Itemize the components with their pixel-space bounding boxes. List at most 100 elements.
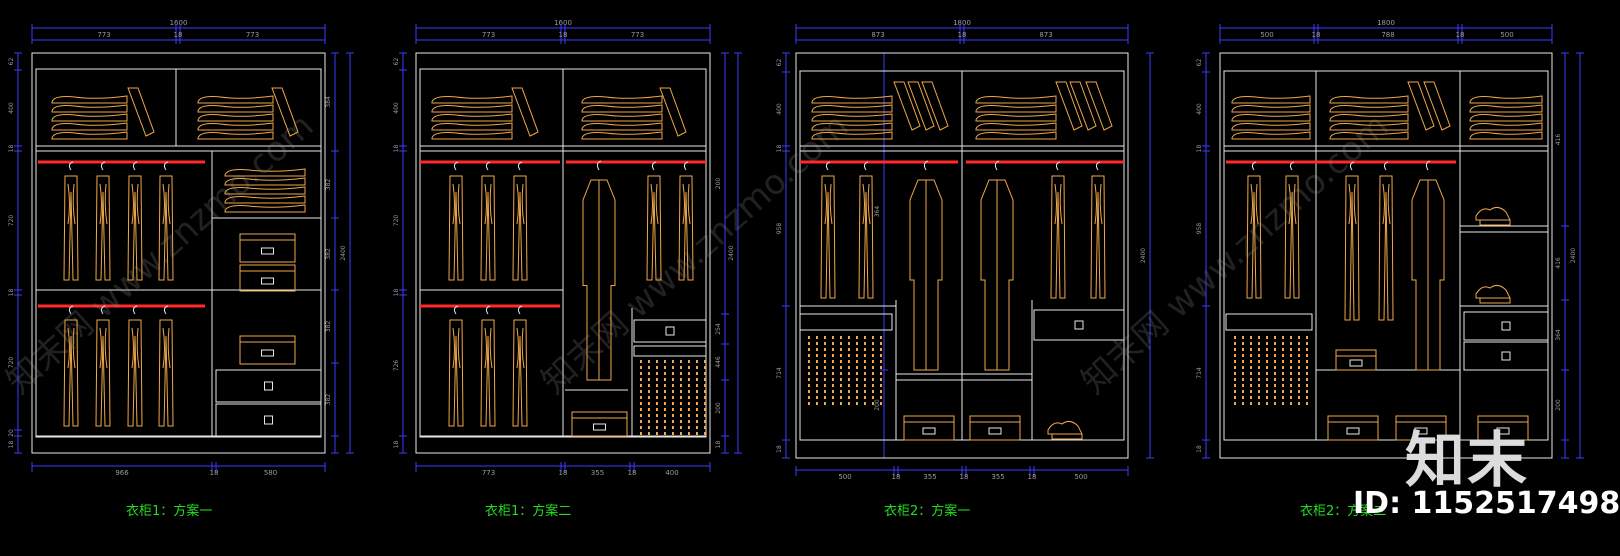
d3-folded-stack-layer [975, 131, 1057, 140]
d4-hanging-trousers [1246, 161, 1262, 299]
d3-storage-box-label-plate [922, 427, 936, 435]
d2-tie-rack-items-dot [688, 390, 690, 393]
d3-tie-rack-items-dot [872, 396, 874, 399]
d4-folded-stack-layer [1231, 122, 1311, 131]
d4-tie-rack-items-dot [1250, 378, 1252, 381]
d3-tie-rack-items-dot [880, 402, 882, 405]
d4-tie-rack-items-dot [1274, 384, 1276, 387]
d1-folded-stack-layer [197, 104, 274, 113]
d3-tie-rack-items [808, 336, 882, 405]
d1-hanging-trousers-body [127, 175, 143, 281]
d2-tie-rack-items-dot [640, 414, 642, 417]
d3-inner-dims-label: 364 [874, 206, 881, 218]
d2-tie-rack-items-dot [688, 432, 690, 435]
d2-tie-rack-items-dot [680, 396, 682, 399]
d4-tie-rack-items-dot [1234, 396, 1236, 399]
d4-folded-stack-layer [1231, 95, 1311, 104]
d3-tie-rack-items-dot [840, 336, 842, 339]
d2-tie-rack-items-dot [704, 408, 706, 411]
d3-drawer-handle [1074, 320, 1084, 330]
d4-right-total-label: 2400 [1570, 248, 1577, 263]
d4-tie-rack-items [1234, 336, 1308, 405]
d3-tie-rack-items-dot [872, 384, 874, 387]
d2-top-dims-seg-label: 773 [482, 31, 495, 39]
d3-hanging-coat-hook [923, 160, 929, 171]
d4-tie-rack-items-dot [1274, 360, 1276, 363]
d4-folded-stack-layer [1329, 113, 1409, 122]
d1-folded-stack-layer [51, 104, 128, 113]
d4-left-dims-label: 62 [1196, 59, 1203, 67]
d1-hanging-trousers [127, 161, 143, 281]
d4-storage-box-label-plate [1414, 427, 1428, 435]
d3-folded-stack [975, 95, 1057, 140]
d4-tie-rack-items-dot [1290, 390, 1292, 393]
d2-hanging-coat-body [582, 179, 616, 381]
d2-tie-rack-items-dot [688, 384, 690, 387]
d1-folded-stack-layer [197, 95, 274, 104]
d3-tie-rack-items-dot [864, 402, 866, 405]
d2-cabinet-frame [415, 52, 711, 454]
d4-tie-rack-items-dot [1306, 366, 1308, 369]
d3-tie-rack-items-dot [816, 342, 818, 345]
d3-tie-rack-items-dot [872, 378, 874, 381]
d1-folded-stack-layer [51, 95, 128, 104]
d2-tie-rack-items-dot [680, 420, 682, 423]
d2-tie-rack-items-dot [680, 402, 682, 405]
d4-tie-rack-items-dot [1242, 402, 1244, 405]
d3-top-dims-seg-label: 18 [958, 31, 967, 39]
d4-folded-stack [1469, 95, 1543, 140]
d3-tie-rack-items-dot [880, 348, 882, 351]
d2-folded-stack-layer [431, 95, 513, 104]
d2-tie-rack-items-dot [688, 360, 690, 363]
d2-tie-rack [633, 345, 707, 357]
d2-left-dims-label: 400 [393, 102, 400, 114]
d1-hanging-trousers [158, 161, 174, 281]
d3-tie-rack-items-dot [864, 360, 866, 363]
d4-hanging-trousers [1284, 161, 1300, 299]
d3-tie-rack-items-dot [816, 396, 818, 399]
d4-tie-rack-items-dot [1250, 402, 1252, 405]
d4-drawer-handle [1501, 351, 1511, 361]
d2-tie-rack-items-dot [696, 414, 698, 417]
d4-tie-rack-items-dot [1258, 354, 1260, 357]
d2-tie-rack-items-dot [664, 426, 666, 429]
d2-storage-box-outline [571, 411, 628, 437]
d4-hanging-trousers-fold [1382, 183, 1391, 225]
d2-hanging-trousers-fold [452, 183, 461, 225]
d1-hanging-trousers-body [158, 319, 174, 427]
d4-hanging-trousers-hook [1289, 161, 1295, 171]
d3-hanging-trousers [1090, 161, 1106, 299]
d4-tie-rack-items-dot [1234, 354, 1236, 357]
d2-left-dims-label: 18 [393, 145, 400, 153]
d2-tie-rack-items-dot [640, 426, 642, 429]
d3-tie-rack-items-dot [824, 378, 826, 381]
d1-hanging-trousers-fold [99, 327, 108, 369]
d2-tie-rack-items-dot [696, 378, 698, 381]
d4-tie-rack-items-dot [1290, 372, 1292, 375]
d3-hanging-trousers-fold [824, 183, 833, 225]
d1-drawer-handle [264, 381, 273, 391]
d1-inner-dims-label: 384 [325, 96, 332, 108]
d1-folded-stack-layer [224, 204, 306, 213]
d3-hanging-trousers-fold [1094, 183, 1103, 225]
d2-tie-rack-items-dot [680, 384, 682, 387]
d1-hanging-trousers-body [158, 175, 174, 281]
d4-folded-clothes [1475, 284, 1511, 304]
d4-storage-box-outline [1327, 415, 1379, 441]
brand-id-label: ID: 1152517498 [1353, 486, 1620, 521]
d4-hanging-coat-hook [1425, 160, 1431, 171]
d4-tie-rack-items-dot [1282, 396, 1284, 399]
d4-tie-rack-items-dot [1250, 360, 1252, 363]
d3-hanging-trousers-hook [1055, 161, 1061, 171]
d2-inner-dims-label: 254 [715, 323, 722, 335]
d3-tie-rack-items-dot [848, 378, 850, 381]
d4-top-dims-seg-label: 788 [1381, 31, 1394, 39]
d1-folded-stack-layer [224, 186, 306, 195]
d4-hanging-trousers-body [1284, 175, 1300, 299]
d3-tie-rack-items-dot [840, 396, 842, 399]
d4-tie-rack-items-dot [1274, 354, 1276, 357]
d4-tie-rack-items-dot [1266, 390, 1268, 393]
d3-tie-rack-items-dot [824, 360, 826, 363]
d4-tie-rack-items-dot [1306, 402, 1308, 405]
d4-tie-rack-items-dot [1234, 336, 1236, 339]
